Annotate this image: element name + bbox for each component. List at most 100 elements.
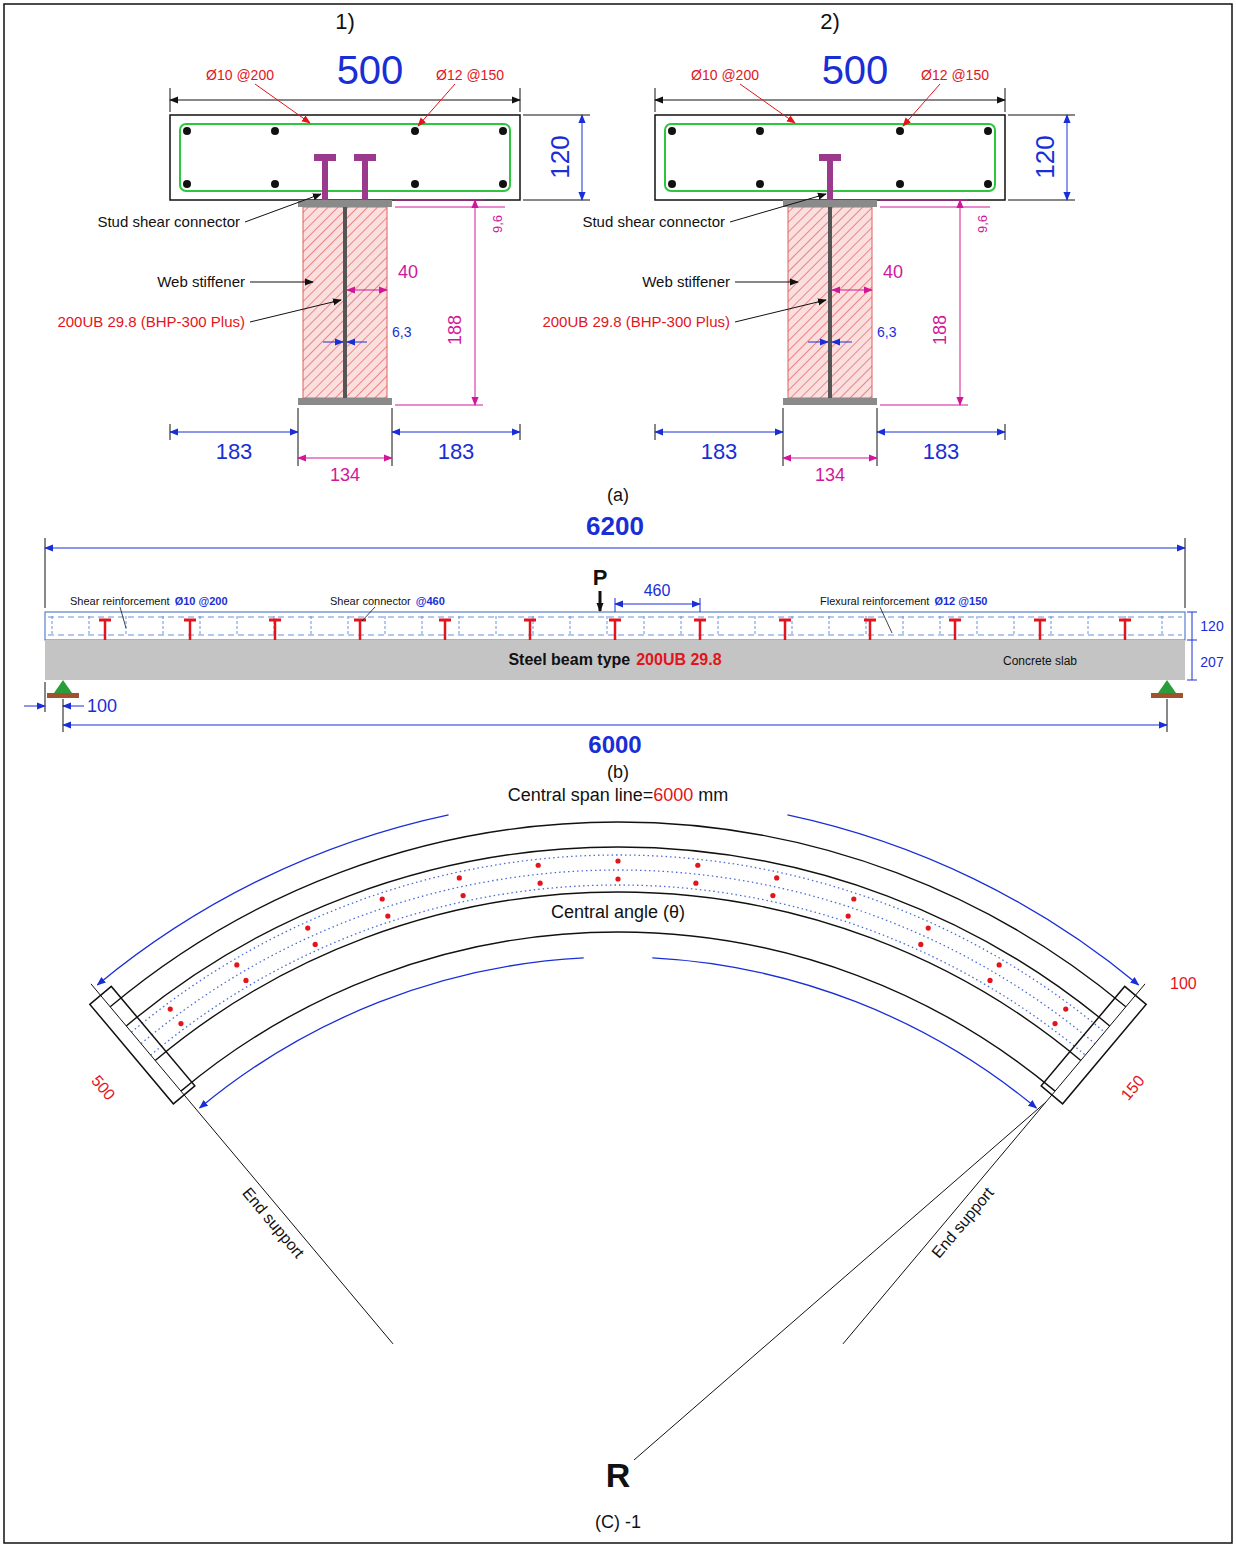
stud	[954, 621, 957, 640]
leader-line	[730, 194, 826, 222]
dimension-label: 188	[446, 315, 464, 345]
dimension-line	[63, 706, 84, 707]
stud-head	[524, 619, 536, 622]
label-holder: Flexural reinforcement	[820, 592, 929, 608]
beam-label: 200UB 29.8	[636, 651, 721, 669]
label-row: Central span line=6000mm	[508, 786, 729, 804]
stud-head	[779, 619, 791, 622]
dimension-label: End support	[929, 1184, 997, 1260]
stud-head	[354, 154, 376, 161]
stirrup	[1162, 616, 1163, 636]
stud	[774, 875, 779, 880]
dimension-label: 6,3	[877, 325, 896, 339]
rebar	[141, 870, 1095, 1044]
label-holder: Ø10 @200	[175, 592, 228, 608]
leader-line	[250, 300, 341, 322]
leader-line	[903, 84, 940, 126]
label-row: Shear connector@460	[330, 592, 445, 608]
tick	[1187, 680, 1197, 681]
stud	[784, 621, 787, 640]
label-holder: 188	[931, 315, 949, 345]
dimension-line	[1192, 612, 1193, 680]
label-holder: Concrete slab	[1003, 652, 1077, 668]
rebar	[668, 180, 676, 188]
dimension-label: 100	[1170, 976, 1197, 992]
span-arrow	[97, 815, 448, 985]
pin-support	[54, 680, 72, 693]
stud	[313, 942, 318, 947]
tick	[1187, 640, 1197, 641]
label-holder: End support	[239, 1184, 307, 1260]
dimension-line	[298, 458, 392, 459]
stirrup	[792, 616, 793, 636]
stud-head	[949, 619, 961, 622]
leader-line	[735, 282, 798, 283]
stirrup	[385, 616, 386, 636]
dimension-label: 6,3	[392, 325, 411, 339]
stud-shaft	[322, 160, 328, 200]
stirrup	[496, 616, 497, 636]
web	[343, 207, 347, 398]
label-holder: 183	[438, 441, 475, 463]
label-holder: 150	[1118, 1072, 1147, 1103]
extension-line	[63, 699, 64, 732]
stud	[997, 962, 1002, 967]
top-flange	[783, 200, 877, 207]
rebar	[499, 180, 507, 188]
stud	[178, 1021, 183, 1026]
stud-shaft	[827, 160, 833, 200]
leader-line	[255, 84, 310, 123]
dimension-label: Ø10 @200	[691, 68, 759, 82]
dimension-line	[24, 706, 45, 707]
extension-line	[395, 200, 483, 201]
rebar	[271, 180, 279, 188]
label-holder: 134	[815, 466, 845, 484]
rebar	[48, 617, 1182, 618]
label-holder: 460	[644, 583, 671, 599]
stud	[189, 621, 192, 640]
label-holder: Web stiffener	[157, 274, 245, 290]
stud-head	[269, 619, 281, 622]
stud	[529, 621, 532, 640]
stirrup	[311, 616, 312, 636]
stud-head	[1034, 619, 1046, 622]
stud-head	[694, 619, 706, 622]
slab-edge	[181, 932, 1055, 1091]
dimension-label: Ø10 @200	[175, 596, 228, 607]
stud	[693, 881, 698, 886]
dimension-line	[832, 290, 872, 291]
extension-line	[1008, 200, 1075, 201]
stud	[1124, 621, 1127, 640]
rebar	[131, 855, 1104, 1032]
label-holder: (b)	[607, 763, 629, 781]
stud	[444, 621, 447, 640]
dimension-label: 207	[1200, 655, 1223, 669]
stud	[380, 896, 385, 901]
label-holder: Ø12 @150	[921, 67, 989, 83]
extension-line	[45, 682, 46, 712]
dimension-label: Ø10 @200	[206, 68, 274, 82]
rebar	[499, 127, 507, 135]
leader-line	[250, 282, 313, 283]
label-holder: (C) -1	[595, 1513, 641, 1531]
stirrup	[89, 616, 90, 636]
dimension-label: 6000	[588, 733, 641, 757]
stud	[538, 881, 543, 886]
dimension-label: 9,6	[491, 215, 504, 233]
label-holder: Ø12 @150	[436, 67, 504, 83]
label-holder: 183	[216, 441, 253, 463]
dimension-label: 500	[822, 50, 889, 90]
stirrup	[1051, 616, 1052, 636]
slab-edge	[155, 892, 1081, 1060]
dimension-line	[655, 432, 783, 433]
stud	[1039, 621, 1042, 640]
slab-edge	[110, 822, 1126, 1007]
dimension-label: 120	[1032, 135, 1058, 178]
extension-line	[877, 408, 878, 466]
rebar	[411, 180, 419, 188]
label-holder: 207	[1200, 654, 1223, 670]
stud	[987, 978, 992, 983]
extension-line	[783, 408, 784, 466]
leader-line	[245, 194, 321, 222]
stud	[851, 896, 856, 901]
